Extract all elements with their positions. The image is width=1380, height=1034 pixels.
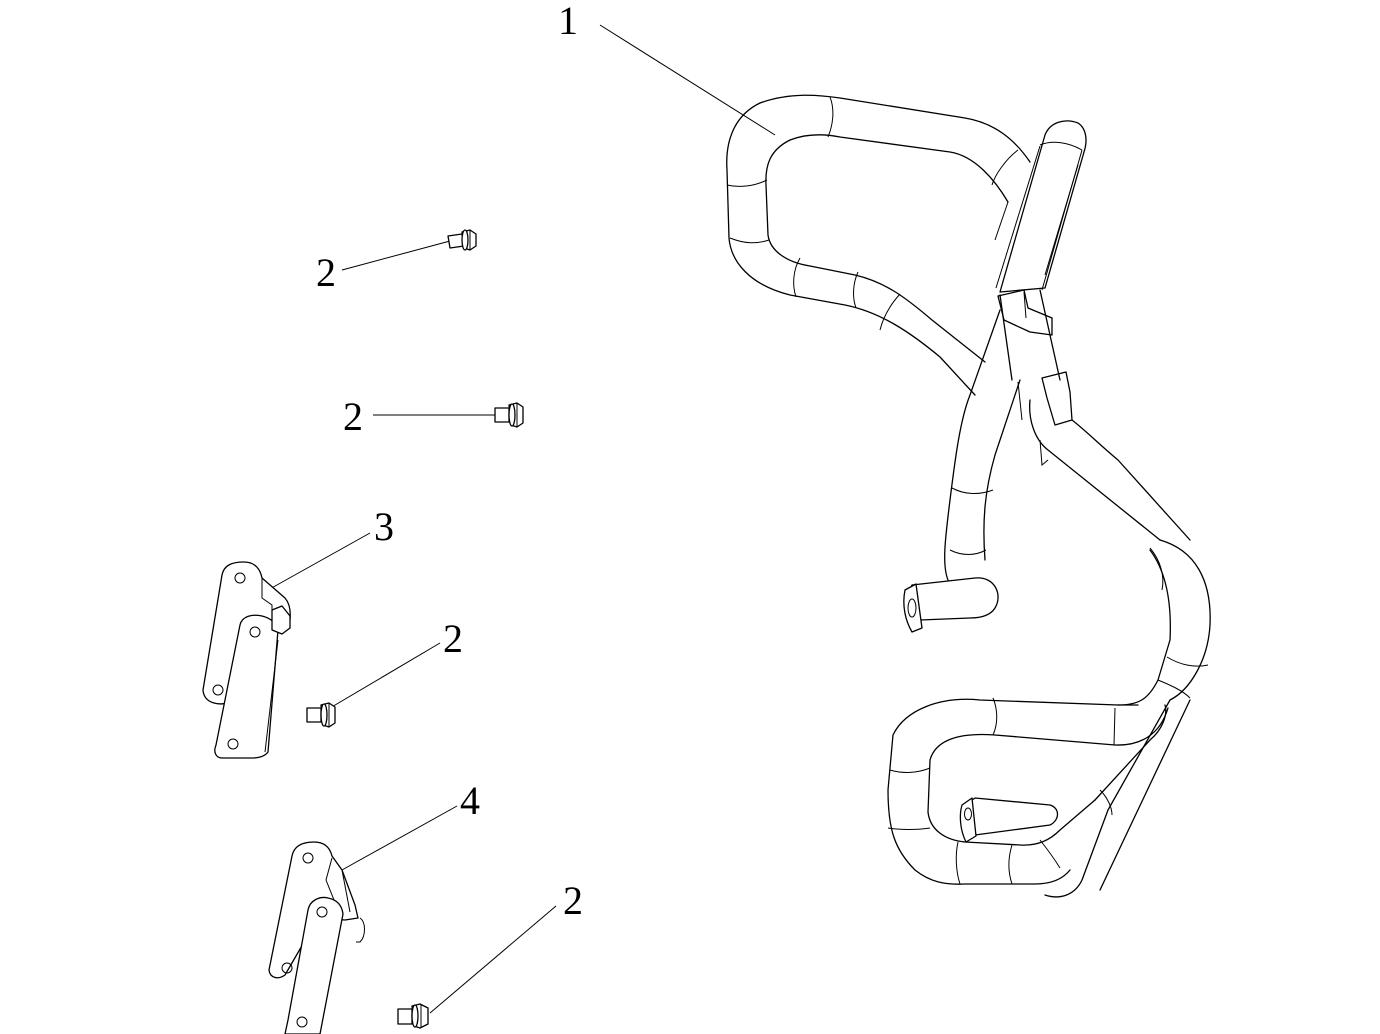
leader-line-2d [429, 905, 557, 1014]
bolt-c [306, 702, 336, 728]
bolt-b [494, 402, 524, 428]
leader-line-2a [341, 240, 451, 271]
leader-lines [267, 24, 776, 1014]
leader-line-3 [267, 532, 371, 591]
bolt-a [447, 229, 477, 251]
callout-4-label: 4 [460, 778, 480, 823]
callout-3-label: 3 [374, 504, 394, 549]
bracket-3 [202, 561, 291, 759]
tube-guard-frame [726, 94, 1211, 898]
callout-1-label: 1 [558, 0, 578, 43]
callout-2c-label: 2 [443, 616, 463, 661]
callout-2d-label: 2 [563, 878, 583, 923]
callout-2a-label: 2 [316, 250, 336, 295]
bracket-4 [268, 841, 365, 1034]
bolt-d [397, 1003, 429, 1029]
callout-2b-label: 2 [343, 394, 363, 439]
leader-line-2c [329, 642, 441, 709]
leader-line-1 [599, 24, 776, 136]
leader-line-4 [332, 805, 458, 876]
